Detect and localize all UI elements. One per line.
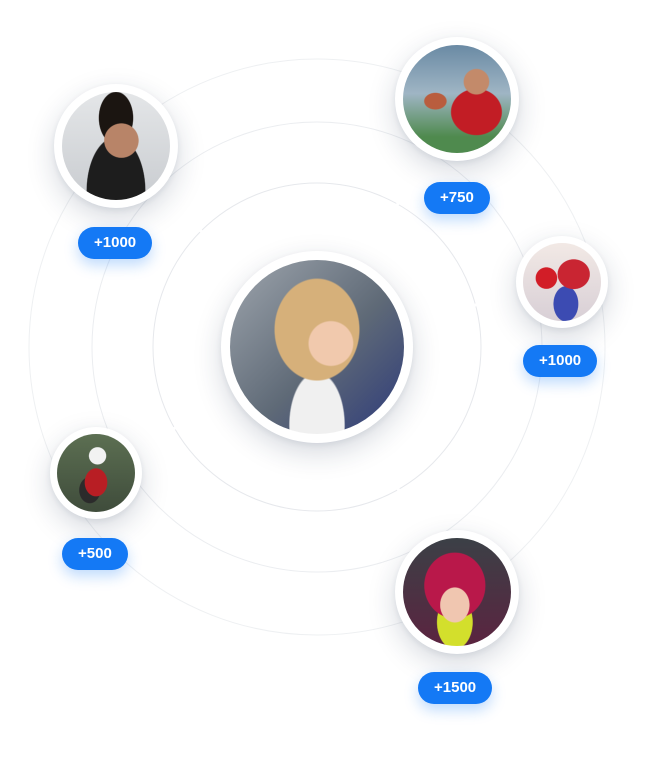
points-badge-top-right: +750 [424, 182, 490, 214]
points-badge-right: +1000 [523, 345, 598, 377]
avatar-top-right[interactable] [395, 37, 519, 161]
points-badge-bottom: +1500 [418, 672, 493, 704]
woman-athlete-photo [230, 260, 404, 434]
kayaker-photo [57, 434, 135, 512]
avatar-bottom[interactable] [395, 530, 519, 654]
soccer-player-photo [62, 92, 170, 200]
avatar-center[interactable] [221, 251, 413, 443]
football-player-photo [403, 538, 511, 646]
ring-3 [28, 58, 606, 636]
points-badge-left: +500 [62, 538, 128, 570]
points-badge-top-left: +1000 [78, 227, 153, 259]
avatar-right[interactable] [516, 236, 608, 328]
avatar-left[interactable] [50, 427, 142, 519]
rugby-players-photo [403, 45, 511, 153]
boxer-photo [523, 243, 601, 321]
avatar-top-left[interactable] [54, 84, 178, 208]
ring-1 [152, 182, 482, 512]
